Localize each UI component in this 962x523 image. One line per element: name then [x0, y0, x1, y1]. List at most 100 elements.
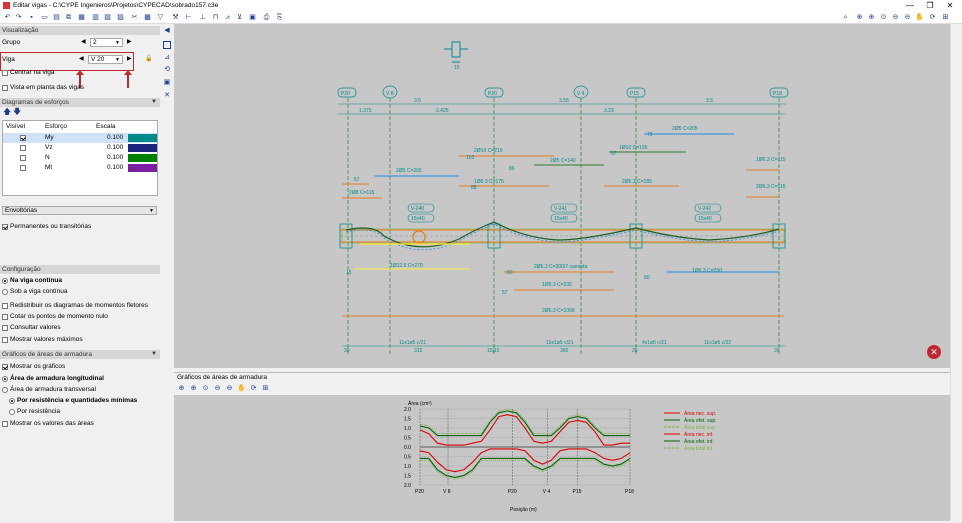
tools-icon[interactable]: ✕	[164, 92, 170, 99]
visible-checkbox[interactable]	[20, 155, 26, 161]
viga-prev-button[interactable]: ◀	[79, 56, 84, 62]
fit-icon[interactable]: ⊞	[262, 385, 269, 392]
area-long-radio[interactable]	[2, 376, 8, 382]
table-row[interactable]: My 0.100	[3, 133, 157, 143]
pan-icon[interactable]: ✋	[915, 14, 924, 21]
print-icon[interactable]: ⎙	[263, 14, 270, 21]
zoom-window-icon[interactable]: ⊕	[856, 14, 863, 21]
dim-label: 365	[560, 348, 569, 354]
pan-icon[interactable]: ✋	[237, 385, 246, 392]
area-trans-radio[interactable]	[2, 387, 8, 393]
esforco-scale[interactable]: 0.100	[107, 144, 124, 151]
redistribuir-checkbox[interactable]	[2, 303, 8, 309]
envoltorias-select[interactable]: Envoltórias ▼	[2, 206, 157, 215]
redraw-icon[interactable]: ⟳	[929, 14, 936, 21]
redraw-icon[interactable]: ⟳	[250, 385, 257, 392]
reinforce-icon[interactable]: ▦	[78, 14, 85, 21]
table-row[interactable]: Vz 0.100	[3, 143, 157, 153]
cotar-checkbox[interactable]	[2, 314, 8, 320]
grupo-prev-button[interactable]: ◀	[81, 39, 86, 45]
collapse-icon[interactable]: ◀	[164, 27, 170, 34]
export-icon[interactable]: ⎘	[276, 14, 283, 21]
search-icon[interactable]: ⌕	[843, 14, 848, 21]
fit-icon[interactable]: ⊞	[942, 14, 949, 21]
arrow-up-icon[interactable]: 🡅	[3, 107, 12, 116]
edit-icon[interactable]: ⊿	[164, 54, 170, 61]
esforco-scale[interactable]: 0.100	[107, 154, 124, 161]
align-icon[interactable]: ▧	[104, 14, 111, 21]
sob-viga-radio[interactable]	[2, 289, 8, 295]
paint-icon[interactable]: ▩	[144, 14, 151, 21]
permanentes-checkbox[interactable]	[2, 224, 8, 230]
visible-checkbox[interactable]	[20, 135, 26, 141]
select-icon[interactable]	[163, 41, 171, 49]
ruler-icon[interactable]: ⊢	[185, 14, 192, 21]
vertical-scrollbar[interactable]	[950, 24, 962, 521]
zoom-in-icon[interactable]: ⊕	[868, 14, 875, 21]
arrow-down-icon[interactable]: 🡇	[13, 107, 22, 116]
color-swatch[interactable]	[128, 164, 157, 172]
pin-icon[interactable]: ⊥	[199, 14, 206, 21]
beam-copy-icon[interactable]: ⧉	[66, 14, 71, 21]
series-line	[420, 460, 631, 480]
section-diagramas[interactable]: Diagramas de esforços ▼	[0, 98, 160, 107]
wand-icon[interactable]: ⚒	[172, 14, 179, 21]
close-button[interactable]: ✕	[946, 1, 954, 10]
close-circle-icon[interactable]: ✕	[927, 345, 941, 359]
beam-drawing[interactable]: 15 P20 V 8 P20 V 4 P15 P18	[174, 24, 950, 368]
mostrar-valores-checkbox[interactable]	[2, 421, 8, 427]
undo-icon[interactable]: ↶	[4, 14, 11, 21]
na-viga-radio[interactable]	[2, 278, 8, 284]
color-swatch[interactable]	[128, 154, 157, 162]
grid-icon[interactable]: ▥	[92, 14, 99, 21]
rebar-label: 1Ø10 C=195	[619, 145, 648, 151]
zoom-in-icon[interactable]: ⊕	[190, 385, 197, 392]
maximize-button[interactable]: ❐	[926, 1, 934, 10]
table-row[interactable]: Mt 0.100	[3, 163, 157, 173]
dim-label: 57	[502, 290, 508, 296]
por-resist-q-radio[interactable]	[9, 398, 15, 404]
lock-icon[interactable]: 🔓	[145, 56, 153, 62]
visible-checkbox[interactable]	[20, 165, 26, 171]
beam-table-icon[interactable]: ▤	[53, 14, 60, 21]
section-graficos[interactable]: Gráficos de áreas de armadura ▼	[0, 350, 160, 359]
viga-next-button[interactable]: ▶	[127, 56, 132, 62]
filter-icon[interactable]: ▽	[157, 14, 164, 21]
mostrar-max-checkbox[interactable]	[2, 337, 8, 343]
grupo-next-button[interactable]: ▶	[127, 39, 132, 45]
zoom-all-icon[interactable]: ⊙	[202, 385, 209, 392]
redo-icon[interactable]: ↷	[15, 14, 22, 21]
monitor-icon[interactable]: ▣	[249, 14, 256, 21]
zoom-prev-icon[interactable]: ⊖	[214, 385, 221, 392]
zoom-prev-icon[interactable]: ⊖	[892, 14, 899, 21]
mountain-icon[interactable]: ⩘	[225, 14, 230, 21]
esforco-scale[interactable]: 0.100	[107, 134, 124, 141]
zoom-window-icon[interactable]: ⊕	[178, 385, 185, 392]
minimize-button[interactable]: —	[906, 1, 914, 10]
zoom-out-icon[interactable]: ⊖	[904, 14, 911, 21]
por-resist-radio[interactable]	[9, 409, 15, 415]
grupo-select[interactable]: 2 ▼	[90, 38, 123, 47]
zoom-out-icon[interactable]: ⊖	[226, 385, 233, 392]
mostrar-graficos-checkbox[interactable]	[2, 364, 8, 370]
beam-edit-icon[interactable]: ▭	[41, 14, 48, 21]
viga-select[interactable]: V 20 ▼	[88, 55, 123, 64]
zoom-all-icon[interactable]: ⊙	[880, 14, 887, 21]
layers-icon[interactable]: ▣	[163, 79, 171, 86]
table-row[interactable]: N 0.100	[3, 153, 157, 163]
color-swatch[interactable]	[128, 144, 157, 152]
rotate-icon[interactable]: ⟲	[164, 66, 170, 73]
vista-planta-checkbox[interactable]	[2, 85, 8, 91]
anchor-icon[interactable]: ⊓	[212, 14, 219, 21]
cut-icon[interactable]: ✂	[131, 14, 138, 21]
color-swatch[interactable]	[128, 134, 157, 142]
chart-icon[interactable]: ⊻	[236, 14, 243, 21]
section-visualizacao[interactable]: Visualização	[0, 26, 160, 35]
save-icon[interactable]: ▪	[30, 14, 33, 21]
visible-checkbox[interactable]	[20, 145, 26, 151]
consultar-checkbox[interactable]	[2, 325, 8, 331]
section-configuracao[interactable]: Configuração	[0, 265, 160, 274]
settings-icon[interactable]: ▨	[117, 14, 124, 21]
esforco-scale[interactable]: 0.100	[107, 164, 124, 171]
centrar-checkbox[interactable]	[2, 70, 8, 76]
